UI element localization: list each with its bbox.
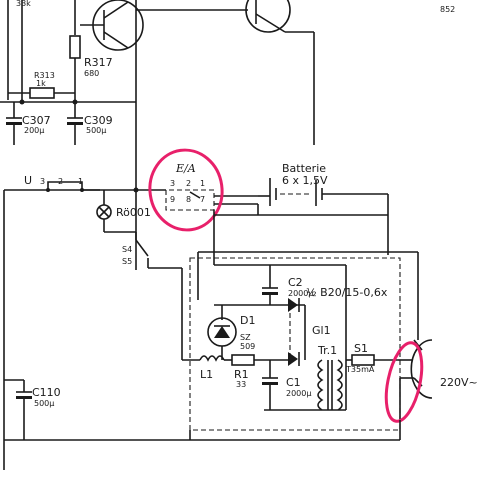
svg-text:3: 3 — [40, 177, 45, 186]
capacitor-c2: C2 2000µ — [262, 265, 313, 305]
svg-text:Rö001: Rö001 — [116, 206, 151, 219]
page-number: 852 — [440, 5, 455, 14]
svg-text:Gl1: Gl1 — [312, 324, 331, 337]
svg-text:3: 3 — [170, 179, 175, 188]
svg-text:L1: L1 — [200, 368, 213, 381]
svg-text:8: 8 — [186, 195, 191, 204]
svg-text:C307: C307 — [22, 114, 51, 127]
capacitor-c110: C110 500µ — [4, 379, 61, 440]
transistor-right — [245, 0, 314, 33]
svg-text:D1: D1 — [240, 314, 255, 327]
inductor-l1: L1 — [199, 355, 225, 381]
fuse-s1: S1 T35mA — [345, 342, 398, 374]
svg-text:680: 680 — [84, 69, 99, 78]
svg-text:2000µ: 2000µ — [286, 389, 311, 398]
svg-text:509: 509 — [240, 342, 255, 351]
svg-text:U: U — [24, 174, 32, 187]
svg-text:2000µ: 2000µ — [288, 289, 313, 298]
mains-plug: 220V~ — [398, 252, 478, 420]
resistor-r313: R313 1k — [8, 71, 75, 99]
resistor-r317: R317 680 — [69, 35, 113, 100]
label-top-left: 33k — [16, 0, 31, 8]
svg-text:Batterie: Batterie — [282, 162, 326, 175]
svg-text:R1: R1 — [234, 368, 249, 381]
svg-text:7: 7 — [200, 195, 205, 204]
capacitor-c307: C307 200µ — [6, 102, 51, 145]
svg-text:T35mA: T35mA — [345, 365, 375, 374]
svg-text:500µ: 500µ — [34, 399, 54, 408]
svg-text:C1: C1 — [286, 376, 301, 389]
svg-text:2: 2 — [186, 179, 191, 188]
svg-text:R313: R313 — [34, 71, 55, 80]
supply-enclosure — [189, 257, 401, 431]
capacitor-c1: C1 2000µ — [262, 360, 311, 410]
svg-text:S4: S4 — [122, 245, 132, 254]
lamp-ro001: Rö001 — [96, 190, 151, 233]
label-b20: ½ B20/15-0,6x — [306, 286, 388, 299]
svg-text:33: 33 — [236, 380, 246, 389]
svg-text:S1: S1 — [354, 342, 368, 355]
svg-text:SZ: SZ — [240, 333, 251, 342]
svg-text:1: 1 — [200, 179, 205, 188]
svg-text:1k: 1k — [36, 79, 46, 88]
capacitor-c309: C309 500µ — [67, 102, 113, 145]
battery: Batterie 6 x 1,5V — [258, 162, 389, 255]
svg-text:6 x 1,5V: 6 x 1,5V — [282, 174, 328, 187]
svg-text:220V~: 220V~ — [440, 376, 478, 389]
svg-text:9: 9 — [170, 195, 175, 204]
svg-text:C110: C110 — [32, 386, 61, 399]
svg-text:Tr.1: Tr.1 — [317, 344, 337, 357]
resistor-r1: R1 33 — [224, 354, 290, 389]
transistor-left — [80, 0, 144, 51]
rectifier-gl1: Gl1 — [214, 298, 331, 366]
svg-text:C2: C2 — [288, 276, 303, 289]
zener-d1: D1 SZ 509 — [207, 305, 255, 360]
svg-text:500µ: 500µ — [86, 126, 106, 135]
switch-u: U 3 2 1 — [3, 174, 100, 470]
svg-text:C309: C309 — [84, 114, 113, 127]
svg-text:R317: R317 — [84, 56, 113, 69]
switch-ea: E/A 3 2 1 9 8 7 — [136, 162, 258, 211]
svg-text:E/A: E/A — [175, 162, 196, 175]
highlight-mains — [384, 341, 424, 423]
highlight-ea — [148, 148, 224, 232]
svg-text:S5: S5 — [122, 257, 132, 266]
transformer-tr1: Tr.1 — [317, 344, 343, 411]
svg-text:200µ: 200µ — [24, 126, 44, 135]
switch-s4-s5: S4 S5 — [122, 232, 149, 268]
